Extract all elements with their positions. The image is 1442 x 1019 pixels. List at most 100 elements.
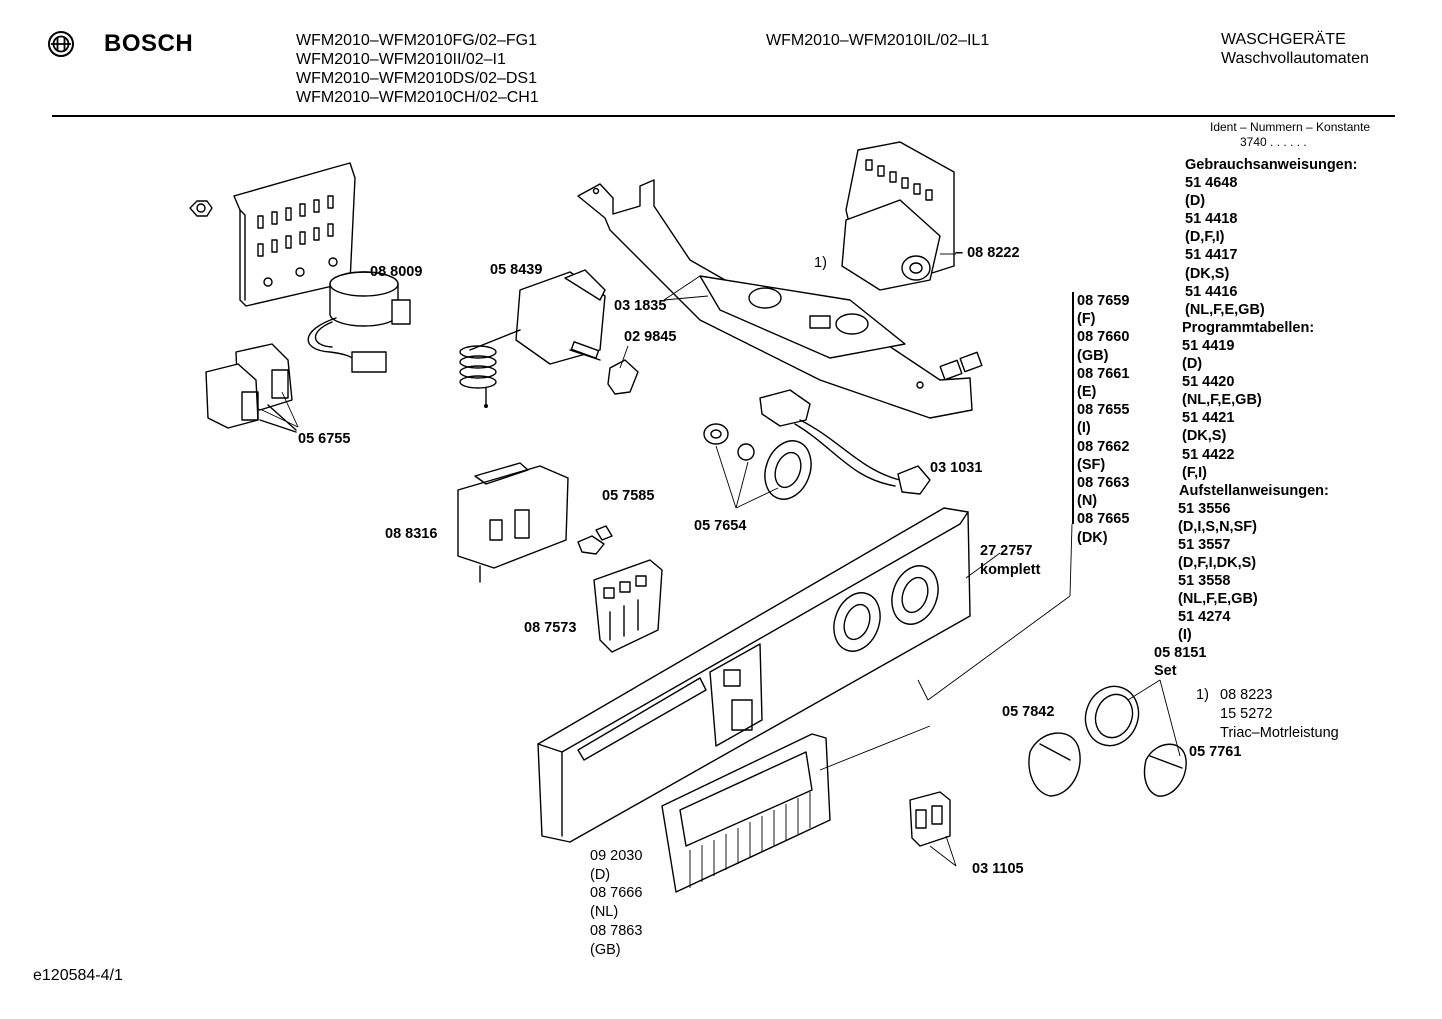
- document-entry: (D): [1185, 193, 1206, 210]
- door-variant-entry: (D): [590, 866, 611, 883]
- document-entry: 51 4418: [1185, 211, 1238, 228]
- model-line: WFM2010–WFM2010II/02–I1: [296, 51, 506, 68]
- label-05-6755: 05 6755: [298, 431, 351, 447]
- document-entry: (I): [1178, 627, 1192, 644]
- knob-drawing: [1028, 685, 1187, 797]
- document-entry: (NL,F,E,GB): [1185, 301, 1265, 318]
- document-heading: Gebrauchsanweisungen:: [1185, 157, 1358, 173]
- document-entry: (NL,F,E,GB): [1178, 591, 1258, 608]
- document-entry: 51 4416: [1185, 283, 1238, 300]
- header-rule: [52, 115, 1395, 117]
- footnote-line: 08 8223: [1220, 687, 1273, 703]
- label-03-1031: 03 1031: [930, 460, 983, 476]
- footnote-marker: 1): [1196, 687, 1209, 703]
- country-panel-entry: 08 7663: [1077, 475, 1130, 492]
- label-05-7842: 05 7842: [1002, 704, 1055, 720]
- category-line1: WASCHGERÄTE: [1221, 31, 1346, 48]
- document-entry: (D,I,S,N,SF): [1178, 518, 1257, 535]
- category: WASCHGERÄTE Waschvollautomaten: [1221, 30, 1369, 68]
- ident-label: Ident – Nummern – Konstante: [1210, 120, 1371, 134]
- footnote-ref: 1): [814, 255, 827, 271]
- nut-drawing: [189, 200, 213, 217]
- document-entry: (D): [1182, 356, 1203, 373]
- country-panel-entry: (I): [1077, 420, 1091, 437]
- connector-drawing: [607, 359, 639, 395]
- programme-timer-drawing: [841, 141, 955, 291]
- set-number: 05 8151: [1154, 645, 1207, 661]
- set-label: 05 8151 Set: [1154, 644, 1206, 680]
- label-03-1105: 03 1105: [972, 861, 1024, 877]
- label-02-9845: 02 9845: [624, 329, 677, 345]
- model-line: WFM2010–WFM2010DS/02–DS1: [296, 70, 537, 87]
- document-entry: (NL,F,E,GB): [1182, 392, 1262, 409]
- document-entry: (DK,S): [1182, 428, 1227, 445]
- footnote-line: 15 5272: [1220, 706, 1273, 722]
- label-03-1835: 03 1835: [614, 298, 667, 314]
- label-komplett: komplett: [980, 562, 1041, 578]
- door-variant-list: 09 2030 (D) 08 7666 (NL)08 7863 (GB): [590, 847, 642, 959]
- country-panel-entry: 08 7655: [1077, 402, 1130, 419]
- door-variant-entry: 09 2030: [590, 848, 643, 864]
- document-entry: 51 3558: [1178, 573, 1231, 590]
- switch-block-drawing: [593, 559, 663, 653]
- document-entry: 51 4420: [1182, 374, 1235, 391]
- bosch-logo: [47, 30, 75, 63]
- country-panel-entry: (DK): [1077, 529, 1108, 546]
- door-lock-drawing: [759, 389, 931, 495]
- suppressor-drawing: [205, 343, 297, 433]
- label-05-7585: 05 7585: [602, 488, 655, 504]
- label-05-7654: 05 7654: [694, 518, 747, 534]
- ident-value: 3740 . . . . . .: [1240, 135, 1307, 149]
- label-27-2757: 27 2757: [980, 543, 1033, 559]
- country-panel-entry: 08 7661: [1077, 365, 1130, 382]
- country-panel-entry: (GB): [1077, 347, 1109, 364]
- capacitor-drawing: [307, 271, 411, 373]
- door-variant-entry: 08 7666: [590, 885, 643, 902]
- category-line2: Waschvollautomaten: [1221, 50, 1369, 67]
- electronic-module-drawing: [457, 462, 569, 583]
- label-08-8316: 08 8316: [385, 526, 438, 542]
- country-panel-entry: 08 7665: [1077, 511, 1130, 528]
- country-panel-entry: (SF): [1077, 456, 1106, 473]
- document-heading: Programmtabellen:: [1182, 319, 1315, 336]
- bosch-armature-icon: [48, 31, 74, 57]
- model-line: WFM2010–WFM2010FG/02–FG1: [296, 32, 537, 49]
- country-panel-entry: 08 7660: [1077, 329, 1130, 346]
- carrier-bracket-drawing: [577, 179, 983, 419]
- clip-drawing: [577, 525, 613, 555]
- country-panel-entry: (F): [1077, 311, 1096, 328]
- door-variant-entry: (GB): [590, 941, 621, 958]
- footnote-line: Triac–Motrleistung: [1220, 725, 1339, 741]
- label-08-7573: 08 7573: [524, 620, 577, 636]
- document-entry: 51 4274: [1178, 609, 1231, 626]
- small-switch-drawing: [909, 791, 951, 847]
- label-05-7761: 05 7761: [1189, 744, 1242, 760]
- country-panel-list: 08 7659 (F)08 7660(GB)08 7661 (E)08 7655(I…: [1077, 292, 1129, 547]
- document-entry: 51 3556: [1178, 500, 1231, 517]
- model-list: WFM2010–WFM2010FG/02–FG1 WFM2010–WFM2010…: [296, 31, 539, 107]
- control-panel-drawing: [537, 507, 971, 843]
- door-variant-entry: (NL): [590, 904, 619, 921]
- document-entry: (D,F,I): [1185, 229, 1225, 246]
- door-variant-entry: 08 7863: [590, 922, 643, 939]
- model-line: WFM2010–WFM2010CH/02–CH1: [296, 89, 539, 106]
- country-panel-entry: (E): [1077, 384, 1097, 401]
- set-word: Set: [1154, 663, 1177, 679]
- label-05-8439: 05 8439: [490, 262, 543, 278]
- label-08-8222: – 08 8222: [955, 245, 1020, 261]
- document-entry: 51 3557: [1178, 536, 1231, 553]
- document-entry: 51 4417: [1185, 247, 1238, 264]
- label-08-8009: 08 8009: [370, 264, 423, 280]
- document-entry: (F,I): [1182, 464, 1207, 481]
- country-panel-entry: 08 7662: [1077, 438, 1130, 455]
- leader-lines: [261, 253, 1181, 867]
- document-entry: 51 4422: [1182, 446, 1235, 463]
- country-panel-entry: (N): [1077, 493, 1098, 510]
- mounting-plate-drawing: [233, 162, 356, 307]
- bezel-ring-drawing: [703, 423, 812, 500]
- document-entry: 51 4419: [1182, 337, 1235, 354]
- footnote: 1) 08 8223 15 5272 Triac–Motrleistung: [1196, 686, 1339, 743]
- country-panel-bracket: [1072, 292, 1074, 524]
- country-panel-entry: 08 7659: [1077, 293, 1130, 309]
